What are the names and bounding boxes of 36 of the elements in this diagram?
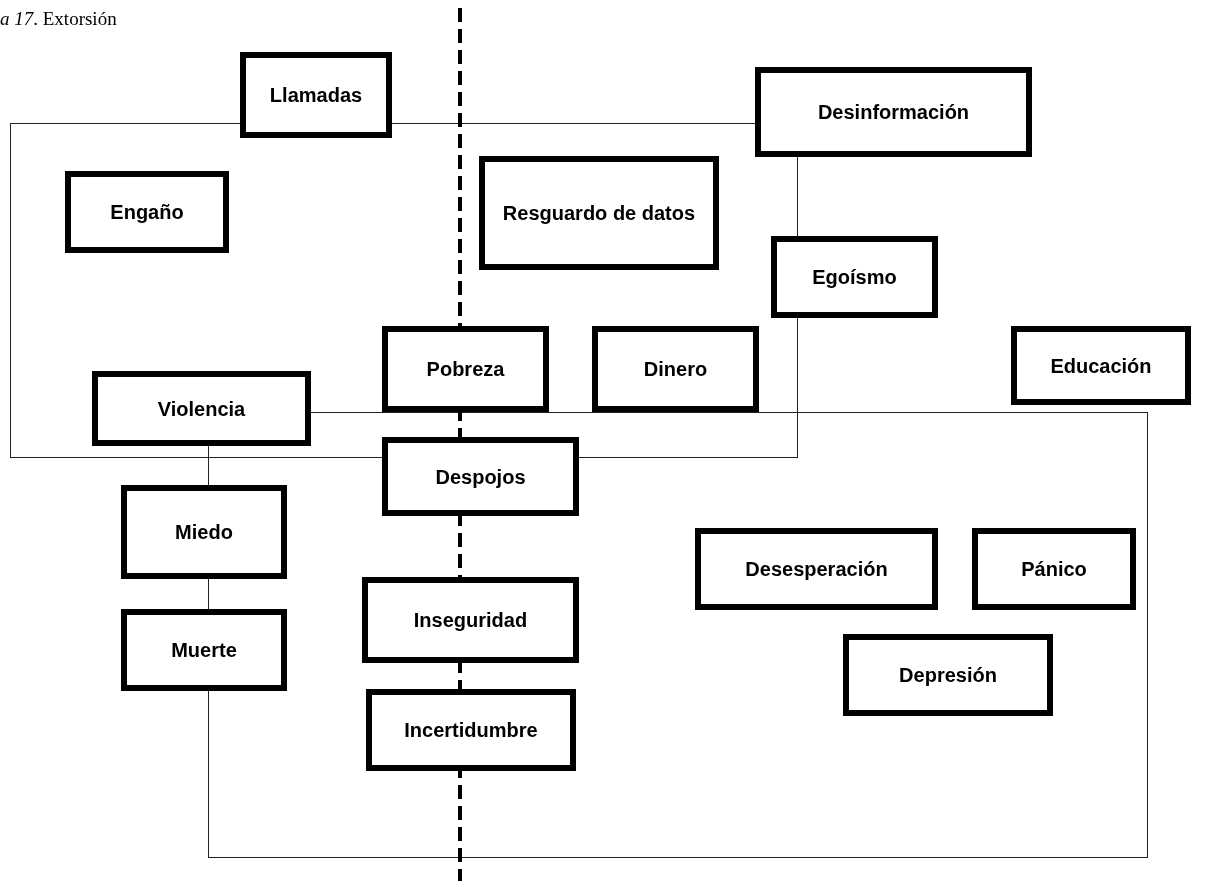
concept-box <box>382 437 579 516</box>
concept-label: Dinero <box>643 357 708 382</box>
concept-label: Despojos <box>435 464 526 490</box>
concept-label: Depresión <box>899 663 997 688</box>
concept-box <box>1011 326 1191 405</box>
concept-box <box>65 171 229 253</box>
concept-box <box>479 156 719 270</box>
group-box <box>10 123 798 458</box>
concept-label: Educación <box>1050 353 1152 379</box>
concept-label: Muerte <box>171 638 237 663</box>
concept-box <box>362 577 579 663</box>
figure-title: a 17. Extorsión <box>0 8 117 30</box>
concept-box <box>240 52 392 138</box>
concept-box <box>972 528 1136 610</box>
concept-label: Inseguridad <box>413 608 528 633</box>
concept-box <box>771 236 938 318</box>
concept-label: Engaño <box>110 200 184 225</box>
concept-label: Egoísmo <box>812 265 897 290</box>
concept-box <box>592 326 759 412</box>
concept-box <box>382 326 549 412</box>
concept-box <box>843 634 1053 716</box>
concept-box <box>92 371 311 446</box>
concept-label: Resguardo de datos <box>502 201 696 226</box>
concept-label: Violencia <box>157 396 246 422</box>
concept-box <box>755 67 1032 157</box>
concept-label: Incertidumbre <box>404 718 538 743</box>
concept-label: Desinformación <box>817 100 970 125</box>
concept-label: Pobreza <box>426 357 505 382</box>
concept-box <box>121 485 287 579</box>
concept-label: Miedo <box>175 520 233 545</box>
concept-label: Llamadas <box>269 83 363 108</box>
concept-box <box>366 689 576 771</box>
concept-label: Desesperación <box>745 557 888 582</box>
concept-box <box>121 609 287 691</box>
concept-box <box>695 528 938 610</box>
concept-label: Pánico <box>1021 557 1087 582</box>
